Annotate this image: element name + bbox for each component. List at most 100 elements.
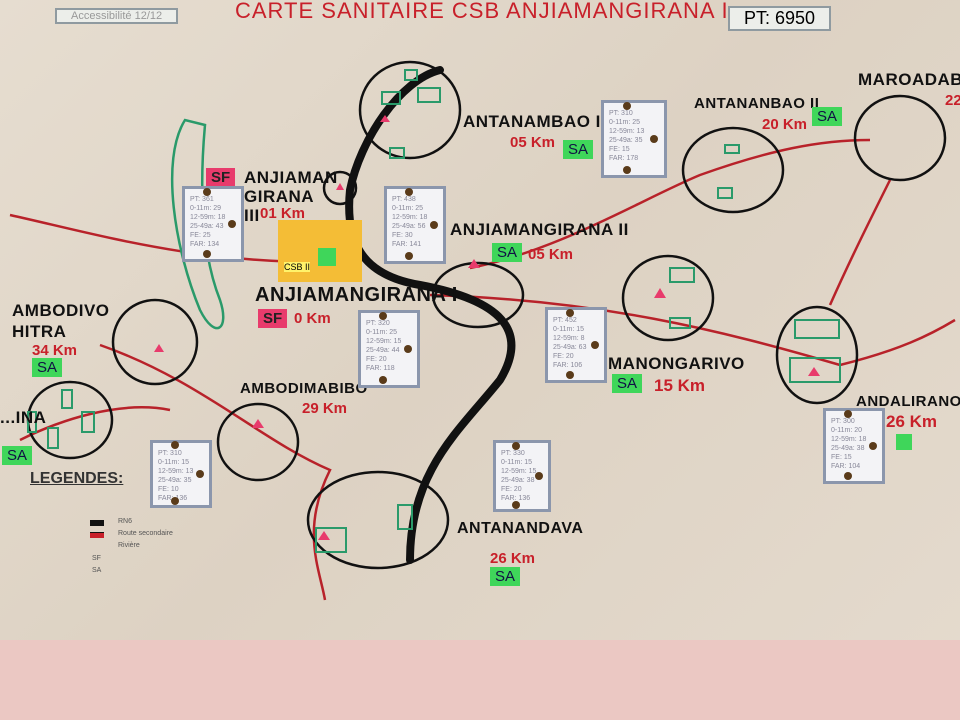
road-ne [828,179,892,306]
card-line: FE: 10 [158,486,179,493]
sa-badge: SA [2,446,33,465]
sf-badge: SF [258,309,288,328]
pin-icon [623,102,632,111]
pin-icon [202,250,211,259]
card-line: 25-49a: 56 [392,223,426,230]
zone-andalirano [775,305,859,405]
place-ambodimabibo: AMBODIMABIBO [240,380,368,397]
place-andalirano: ANDALIRANO [856,393,960,410]
legend-swatch-secondary-road [90,532,104,538]
card-line: 25-49a: 35 [609,137,643,144]
zone-maroadabo [853,94,947,182]
place-ambodivohitra: AMBODIVO HITRA [12,301,110,341]
card-line: FAR: 178 [609,155,639,162]
card-line: 12-59m: 13 [158,468,194,475]
sa-badge: SA [612,374,643,393]
card-line: 25-49a: 38 [501,477,535,484]
health-post-icon [808,367,820,376]
zone-ambodimabibo [216,402,300,482]
card-line: FAR: 136 [501,495,531,502]
card-line: FE: 15 [609,146,630,153]
pin-icon [403,345,412,353]
legend-item: Route secondaire [118,530,173,537]
zone-manongarivo [621,254,715,342]
population-tag: PT: 6950 [728,6,832,31]
card-line: FAR: 136 [158,495,188,502]
health-post-icon [154,344,164,352]
distance: 15 Km [654,376,706,395]
pin-icon [535,472,544,480]
card-line: 12-59m: 18 [190,214,226,221]
pin-icon [195,470,204,478]
sa-badge: SA [490,567,521,586]
legend-item: RN6 [118,518,133,525]
sa-badge: SA [563,140,594,159]
place-ina: ...INA [0,408,47,427]
pin-icon [565,371,574,380]
card-line: PT: 361 [190,196,214,203]
place-maroadabo: MAROADABO [858,70,960,89]
card-line: FE: 30 [392,232,413,239]
card-line: FE: 20 [553,353,574,360]
card-line: FE: 15 [831,454,852,461]
zone-anjiamangirana-iii-north [358,60,462,160]
card-line: 25-49a: 38 [831,445,865,452]
card-line: FAR: 134 [190,241,220,248]
sa-marker [896,434,912,450]
card-line: 12-59m: 18 [831,436,867,443]
card-line: FE: 20 [366,356,387,363]
card-line: FE: 20 [501,486,522,493]
card-line: 12-59m: 15 [501,468,537,475]
river [345,66,516,564]
place-anjiamangirana-ii: ANJIAMANGIRANA II [450,220,629,239]
pin-icon [512,500,521,509]
place-antanambao-i: ANTANAMBAO I [463,112,601,131]
pin-icon [378,376,387,385]
card-line: PT: 300 [831,418,855,425]
health-post-icon [468,259,480,268]
distance: 05 Km [528,246,574,263]
card-line: 12-59m: 13 [609,128,645,135]
sa-badge: SA [492,243,523,262]
distance: 26 Km [490,550,536,567]
pin-icon [868,442,877,450]
card-line: 0-11m: 25 [366,329,397,336]
place-antanandava: ANTANANDAVA [457,520,584,537]
legend-item: SF [92,555,101,562]
health-post-icon [380,115,390,122]
zone-anjiamangirana-ii [431,261,525,329]
distance: 22 Km [945,92,960,109]
card-line: 0-11m: 15 [553,326,584,333]
card-line: 0-11m: 15 [158,459,189,466]
pin-icon [512,441,521,450]
distance: 29 Km [302,400,348,417]
pin-icon [227,220,236,228]
wall [0,640,960,720]
zone-ambodivohitra [111,298,199,386]
card-line: FAR: 106 [553,362,583,369]
pin-icon [202,188,211,197]
distance: 20 Km [762,116,808,133]
card-line: PT: 310 [158,450,182,457]
place-anjiamangirana-i: ANJIAMANGIRANA I [255,284,458,306]
zone-antanandava [306,470,450,570]
card-line: 0-11m: 25 [392,205,423,212]
legend-title: LEGENDES: [30,470,124,487]
csb-label: CSB II [284,262,311,272]
place-anjiamangirana-iii: ANJIAMAN GIRANA III [244,168,338,225]
pin-icon [590,341,599,349]
card-line: PT: 320 [366,320,390,327]
card-line: PT: 452 [553,317,577,324]
pin-icon [429,221,438,229]
card-line: 0-11m: 15 [501,459,532,466]
card-line: PT: 438 [392,196,416,203]
legend-item: SA [92,567,102,574]
card-line: 0-11m: 29 [190,205,221,212]
legend-swatch-road [90,520,104,526]
pin-icon [843,472,852,481]
card-line: 12-59m: 15 [366,338,402,345]
pin-icon [565,309,574,318]
distance: 34 Km [32,342,78,359]
pin-icon [378,312,387,321]
card-line: 25-49a: 43 [190,223,224,230]
